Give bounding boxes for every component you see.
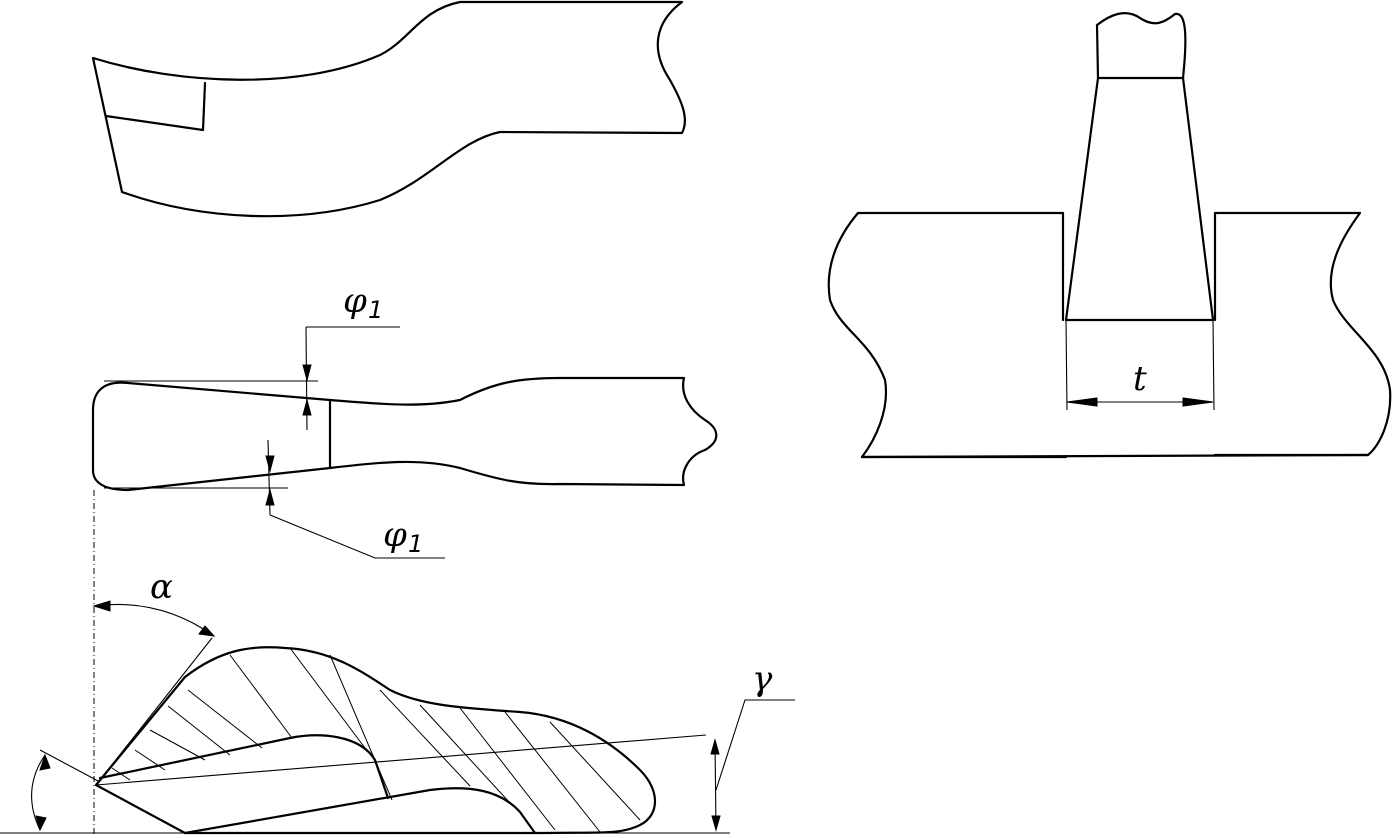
section-inner-contour — [98, 734, 390, 800]
left-angle-arrow-a — [39, 753, 51, 771]
t-extension-right — [1212, 319, 1215, 411]
left-angle-arc — [31, 754, 46, 831]
phi1-top-arrow-a — [302, 364, 312, 382]
t-symbol: t — [1133, 359, 1147, 399]
phi1-bottom-symbol: φ — [383, 515, 407, 555]
tool-side-outline — [91, 0, 687, 218]
alpha-arrow-b — [198, 625, 216, 637]
gamma-symbol: γ — [752, 659, 773, 699]
t-extension-left — [1065, 319, 1068, 411]
alpha-arc — [93, 603, 215, 637]
phi1-bottom-subscript: 1 — [408, 530, 423, 558]
workpiece-right — [1213, 211, 1392, 457]
gamma-extension — [714, 739, 717, 831]
alpha-extension — [95, 637, 213, 786]
parting-blade — [1064, 76, 1215, 322]
section-rake-face — [183, 787, 537, 835]
phi1-top-symbol: φ — [343, 281, 367, 321]
tool-insert-tip — [104, 81, 207, 132]
tool-top-view — [91, 326, 718, 559]
blade-shank-break — [1095, 12, 1187, 80]
section-outline — [94, 646, 656, 835]
phi1-bottom-leader — [269, 514, 445, 559]
section-hatching — [111, 647, 641, 833]
phi1-bottom-arrow-a — [265, 455, 275, 473]
left-angle-arrow-b — [35, 815, 47, 832]
workpiece-bottom — [860, 453, 1370, 459]
tool-section-view — [0, 600, 795, 835]
t-arrow-left — [1066, 397, 1098, 407]
t-arrow-right — [1182, 397, 1214, 407]
alpha-arrow-a — [92, 600, 111, 612]
parting-tool-view — [827, 12, 1392, 459]
tool-side-view — [91, 0, 687, 218]
phi1-top-arrow-b — [302, 398, 312, 416]
workpiece-left — [827, 211, 1068, 459]
phi1-bottom-arrow-b — [265, 488, 275, 506]
tool-top-outline — [91, 376, 718, 492]
alpha-symbol: α — [150, 567, 173, 607]
rake-reference-line — [95, 734, 707, 786]
gamma-leader — [715, 699, 795, 791]
phi1-top-subscript: 1 — [368, 296, 383, 324]
left-angle-line — [39, 749, 101, 783]
gamma-arrow-a — [710, 738, 720, 755]
gamma-arrow-b — [711, 815, 721, 832]
